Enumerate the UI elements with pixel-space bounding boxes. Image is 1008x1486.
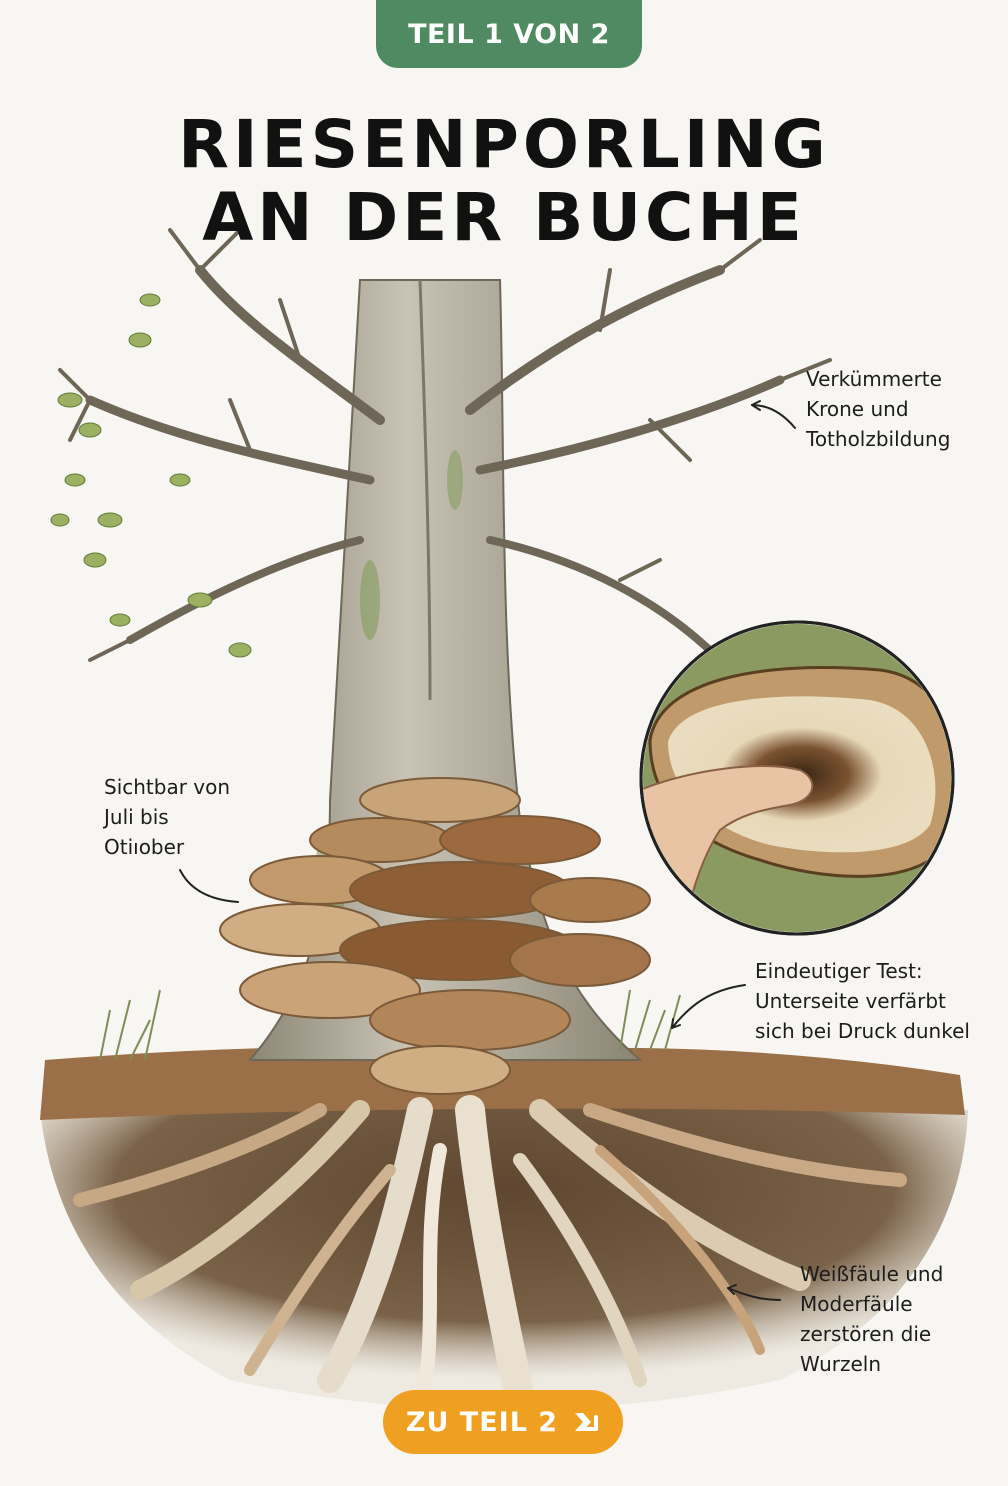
annotation-leaders	[179, 400, 796, 1301]
arrow-down-right-icon	[575, 1413, 599, 1431]
annotation-line: Wurzeln	[800, 1352, 881, 1376]
annotation-roots: Weißfäule und Moderfäule zerstören die W…	[800, 1259, 943, 1379]
annotation-line: Weißfäule und	[800, 1262, 944, 1286]
title-line-2: AN DER BUCHE	[202, 179, 806, 256]
next-part-button[interactable]: ZU TEIL 2	[383, 1390, 623, 1454]
part-badge-label: TEIL 1 VON 2	[408, 18, 610, 50]
annotation-line: Moderfäule	[800, 1292, 913, 1316]
pressure-test-inset	[639, 620, 955, 936]
annotation-line: Krone und	[806, 397, 909, 421]
annotation-line: Totholzbildung	[806, 427, 951, 451]
annotation-line: Otiıober	[104, 835, 185, 859]
next-part-button-label: ZU TEIL 2	[405, 1406, 559, 1438]
rotting-roots	[73, 1095, 907, 1417]
part-badge: TEIL 1 VON 2	[376, 0, 642, 68]
annotation-line: Verkümmerte	[806, 367, 942, 391]
annotation-line: Eindeutiger Test:	[755, 959, 923, 983]
annotation-line: sich bei Druck dunkel	[755, 1019, 970, 1043]
annotation-crown: Verkümmerte Krone und Totholzbildung	[806, 364, 950, 454]
annotation-test: Eindeutiger Test: Unterseite verfärbt si…	[755, 956, 970, 1046]
annotation-line: zerstören die	[800, 1322, 932, 1346]
giant-polypore-cluster	[219, 777, 651, 1095]
annotation-line: Sichtbar von	[104, 775, 231, 799]
annotation-season: Sichtbar von Juli bis Otiıober	[104, 772, 230, 862]
sparse-leaves	[50, 293, 252, 658]
bare-crown-branches	[58, 228, 832, 692]
grass-tufts	[99, 989, 681, 1061]
annotation-line: Unterseite verfärbt	[755, 989, 946, 1013]
annotation-line: Juli bis	[104, 805, 169, 829]
title-line-1: RIESENPORLING	[178, 106, 830, 183]
